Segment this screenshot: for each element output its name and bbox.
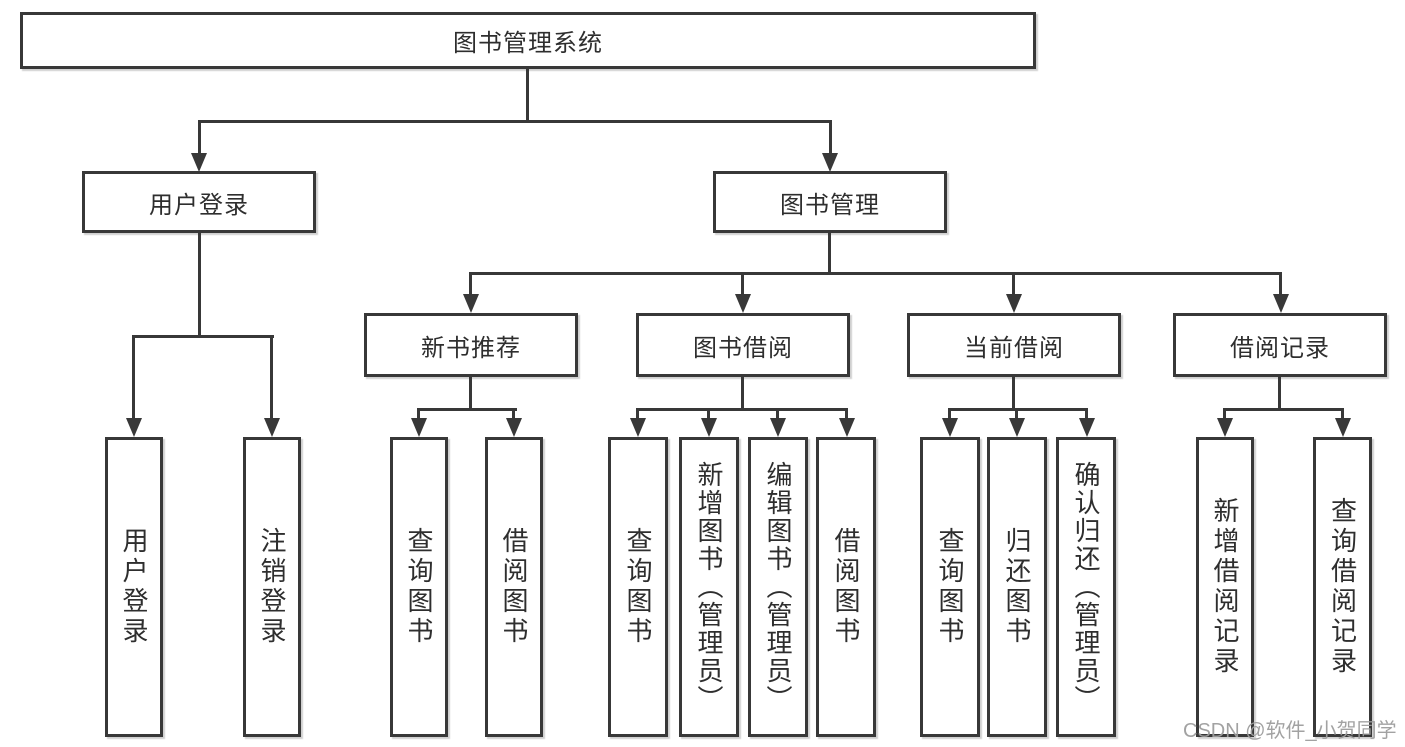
connector-line (469, 272, 472, 297)
connector-line (198, 233, 201, 335)
connector-line (1279, 272, 1282, 297)
node-label: 注销登录 (257, 527, 287, 647)
node-label: 新增借阅记录 (1210, 497, 1240, 677)
connector-line (270, 335, 273, 420)
arrow-down-icon (264, 418, 280, 437)
arrow-down-icon (1335, 418, 1351, 437)
connector-line (845, 408, 848, 420)
connector-line (512, 408, 515, 420)
connector-line (417, 408, 517, 411)
connector-line (132, 335, 135, 420)
arrow-down-icon (701, 418, 717, 437)
arrow-down-icon (506, 418, 522, 437)
node-label: 借阅图书 (831, 527, 861, 647)
leaf-borrow-edit-books-admin: 编辑图书（管理员） (748, 437, 808, 737)
leaf-current-return-books: 归还图书 (987, 437, 1047, 737)
connector-line (198, 120, 201, 154)
arrow-down-icon (1217, 418, 1233, 437)
node-current-borrow: 当前借阅 (907, 313, 1121, 377)
arrow-down-icon (1009, 418, 1025, 437)
node-label: 编辑图书（管理员） (763, 461, 793, 713)
node-book-management: 图书管理 (713, 171, 947, 233)
leaf-newbook-borrow-books: 借阅图书 (485, 437, 543, 737)
leaf-borrow-query-books: 查询图书 (608, 437, 668, 737)
watermark: CSDN @软件_小贺同学 (1183, 720, 1397, 742)
leaf-newbook-query-books: 查询图书 (390, 437, 448, 737)
connector-line (132, 335, 274, 338)
node-label: 新书推荐 (421, 334, 521, 362)
node-label: 用户登录 (119, 527, 149, 647)
connector-line (1223, 408, 1344, 411)
leaf-records-add-record: 新增借阅记录 (1196, 437, 1254, 737)
connector-line (776, 408, 779, 420)
node-label: 借阅记录 (1230, 334, 1330, 362)
node-label: 借阅图书 (499, 527, 529, 647)
arrow-down-icon (942, 418, 958, 437)
connector-line (1278, 377, 1281, 408)
leaf-current-query-books: 查询图书 (920, 437, 980, 737)
connector-line (469, 272, 1282, 275)
connector-line (417, 408, 420, 420)
connector-line (198, 120, 832, 123)
arrow-down-icon (1006, 294, 1022, 313)
connector-line (948, 408, 1088, 411)
node-label: 确认归还（管理员） (1071, 461, 1101, 713)
arrow-down-icon (126, 418, 142, 437)
connector-line (1012, 377, 1015, 408)
node-root: 图书管理系统 (20, 12, 1036, 69)
connector-line (1341, 408, 1344, 420)
node-label: 用户登录 (149, 191, 249, 219)
leaf-borrow-borrow-books: 借阅图书 (816, 437, 876, 737)
arrow-down-icon (630, 418, 646, 437)
arrow-down-icon (463, 294, 479, 313)
node-label: 图书借阅 (693, 334, 793, 362)
node-label: 归还图书 (1002, 527, 1032, 647)
arrow-down-icon (411, 418, 427, 437)
connector-line (948, 408, 951, 420)
connector-line (1223, 408, 1226, 420)
arrow-down-icon (839, 418, 855, 437)
connector-line (1085, 408, 1088, 420)
leaf-logout: 注销登录 (243, 437, 301, 737)
node-label: 图书管理 (780, 191, 880, 219)
connector-line (707, 408, 710, 420)
leaf-current-confirm-return-admin: 确认归还（管理员） (1056, 437, 1116, 737)
leaf-borrow-add-books-admin: 新增图书（管理员） (679, 437, 739, 737)
connector-line (469, 377, 472, 408)
node-label: 查询图书 (935, 527, 965, 647)
node-borrow-records: 借阅记录 (1173, 313, 1387, 377)
arrow-down-icon (822, 153, 838, 172)
node-book-borrow: 图书借阅 (636, 313, 850, 377)
connector-line (636, 408, 639, 420)
connector-line (526, 68, 529, 120)
leaf-user-login: 用户登录 (105, 437, 163, 737)
node-label: 新增图书（管理员） (694, 461, 724, 713)
arrow-down-icon (735, 294, 751, 313)
connector-line (829, 120, 832, 154)
node-label: 查询借阅记录 (1327, 497, 1358, 677)
node-label: 图书管理系统 (453, 30, 603, 57)
node-label: 当前借阅 (964, 334, 1064, 362)
node-label: 查询图书 (623, 527, 653, 647)
arrow-down-icon (770, 418, 786, 437)
connector-line (1015, 408, 1018, 420)
connector-line (741, 272, 744, 297)
connector-line (741, 377, 744, 408)
node-user-login: 用户登录 (82, 171, 316, 233)
arrow-down-icon (1273, 294, 1289, 313)
arrow-down-icon (1079, 418, 1095, 437)
arrow-down-icon (191, 153, 207, 172)
node-label: 查询图书 (404, 527, 434, 647)
node-new-book-recommend: 新书推荐 (364, 313, 578, 377)
connector-line (828, 233, 831, 272)
connector-line (636, 408, 848, 411)
leaf-records-query-record: 查询借阅记录 (1313, 437, 1372, 737)
connector-line (1012, 272, 1015, 297)
